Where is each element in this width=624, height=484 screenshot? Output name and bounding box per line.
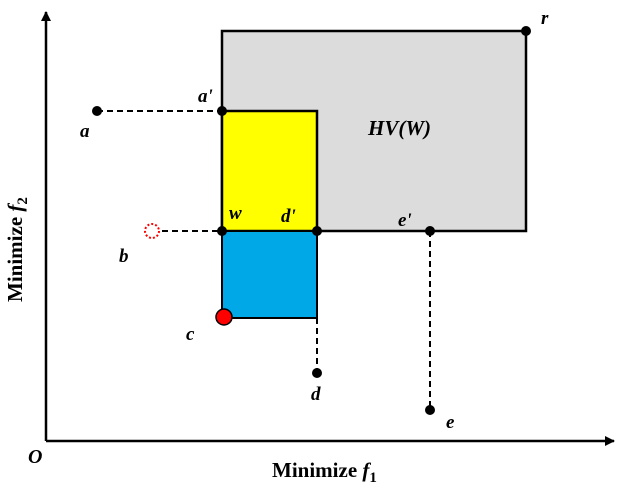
point-c — [215, 308, 233, 326]
x-axis-label-prefix: Minimize — [272, 458, 362, 482]
y-axis-label-sub: 2 — [15, 197, 31, 205]
point-e-prime — [425, 226, 435, 236]
label-b: b — [119, 246, 129, 267]
label-a: a — [80, 121, 90, 142]
point-a-prime — [217, 106, 227, 116]
x-axis-label-sub: 1 — [369, 470, 377, 484]
label-e: e — [446, 412, 455, 433]
yellow-region — [220, 109, 319, 233]
origin-label: O — [28, 446, 42, 468]
label-r: r — [541, 8, 549, 29]
label-a-prime: a' — [198, 86, 213, 107]
y-axis-label-var: f — [3, 203, 27, 212]
point-d — [312, 368, 322, 378]
point-a — [92, 106, 102, 116]
y-axis-label: Minimize f2 — [3, 197, 31, 302]
label-c: c — [186, 324, 195, 345]
x-axis-label-var: f — [362, 458, 371, 482]
point-b-dotted — [144, 223, 160, 239]
hv-label: HV(W) — [367, 116, 431, 140]
y-axis-label-prefix: Minimize — [3, 212, 27, 302]
point-d-prime — [312, 226, 322, 236]
blue-region — [221, 230, 318, 319]
label-d-prime: d' — [281, 206, 296, 227]
x-axis-label: Minimize f1 — [272, 458, 377, 484]
point-w — [217, 226, 227, 236]
point-r — [521, 26, 531, 36]
label-w: w — [229, 203, 242, 224]
point-e — [425, 405, 435, 415]
label-e-prime: e' — [398, 210, 412, 231]
label-d: d — [311, 384, 321, 405]
